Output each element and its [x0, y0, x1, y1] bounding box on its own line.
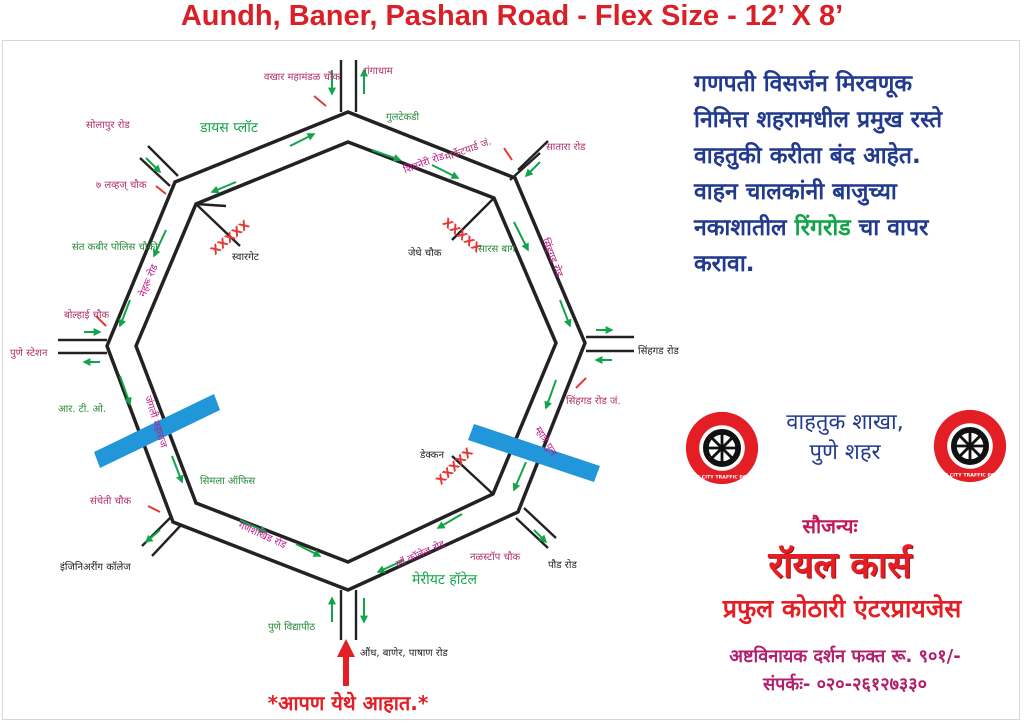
ring-road-outer	[105, 110, 587, 592]
branch-line-2: पुणे शहर	[809, 440, 881, 465]
notice-line-5-before: नकाशातील	[694, 215, 787, 241]
junction-sinhgad-jn: सिंहगड रोड जं.	[566, 395, 621, 407]
notice-line-3: वाहतुकी करीता बंद आहेत.	[694, 143, 921, 169]
junction-pune-station: पुणे स्टेशन	[10, 347, 48, 359]
ring-road-highlight: रिंगरोड	[794, 215, 851, 241]
junction-nal-stop: नळस्टॉप चौक	[470, 551, 520, 563]
junction-sancheti: संचेती चौक	[90, 495, 132, 507]
junction-paud-road: पौड रोड	[548, 559, 577, 571]
connecting-roads	[58, 60, 634, 640]
closure-stroke-bolhai	[95, 315, 107, 327]
junction-deccan: डेक्कन	[419, 449, 444, 461]
closure-stroke-sinhgad-jn	[575, 377, 587, 389]
notice-line-5-after: चा वापर	[858, 215, 929, 241]
notice-line-6: करावा.	[694, 251, 755, 277]
sponsor-contact: संपर्कः- ०२०-२६१२७३३०	[762, 674, 928, 695]
notice-line-4: वाहन चालकांनी बाजुच्या	[694, 179, 897, 205]
junction-simla: सिमला ऑफिस	[200, 475, 255, 487]
road-label-law-college: लॉ कॉलेज रोड	[394, 538, 447, 570]
traffic-police-logo-left: PUNE CITY TRAFFIC POLICE	[686, 411, 759, 485]
closure-stroke-sancheti	[147, 505, 161, 513]
notice-line-2: निमित्त शहरामधील प्रमुख रस्ते	[694, 107, 943, 133]
courtesy-label: सौजन्यः	[802, 514, 858, 538]
junction-rto: आर. टी. ओ.	[58, 403, 106, 415]
traffic-arrows	[82, 68, 614, 624]
sponsor-offer: अष्टविनायक दर्शन फक्त रू. ९०१/-	[729, 646, 961, 667]
junction-engineering: इंजिनिअरींग कॉलेज	[60, 561, 131, 573]
logo-bottom-text-left: PUNE CITY TRAFFIC POLICE	[686, 474, 759, 480]
junction-meriot: मेरीयट हॉटेल	[412, 571, 477, 588]
closure-stroke-marketyard	[503, 147, 513, 161]
sponsor-company: प्रफुल कोठारी एंटरप्रायजेस	[722, 594, 962, 623]
junction-vakhar: वखार महामंडळ चौक	[264, 71, 341, 83]
junction-dias-plot: डायस प्लॉट	[199, 119, 259, 136]
junction-bolhai: बोल्हाई चौक	[64, 309, 110, 321]
blockade-bar-mhatre-pul	[468, 424, 600, 482]
junction-gangadham: गंगाधाम	[364, 65, 394, 77]
traffic-police-logo-right: PUNE CITY TRAFFIC POLICE	[934, 409, 1007, 483]
notice-line-1: गणपती विसर्जन मिरवणूक	[694, 71, 913, 97]
junction-sant-kabir: संत कबीर पोलिस चौकी	[72, 241, 158, 253]
sponsor-name: रॉयल कार्स	[768, 545, 912, 586]
road-label-sinhgad: सिंहगड रोड	[539, 236, 566, 279]
logo-bottom-text-right: PUNE CITY TRAFFIC POLICE	[934, 472, 1007, 478]
junction-saras-baug: सारस बाग	[478, 244, 516, 255]
blockade-bar-jangli-maharaj	[94, 394, 220, 468]
junction-seven-loves: ७ लव्हज् चौक	[96, 179, 147, 191]
branch-line-1: वाहतुक शाखा,	[786, 410, 904, 435]
junction-solapur-road: सोलापुर रोड	[86, 119, 130, 131]
junction-gultekdi: गुलटेकडी	[386, 111, 419, 123]
closure-stroke-vakhar	[313, 95, 327, 107]
closure-stroke-seven-loves	[155, 185, 167, 195]
junction-aundh: औंध, बाणेर, पाषाण रोड	[360, 647, 448, 659]
poster-frame	[2, 40, 1020, 720]
junction-sinhgad-road: सिंहगड रोड	[638, 345, 679, 357]
junction-swargate: स्वारगेट	[232, 251, 260, 263]
traffic-branch-label: वाहतुक शाखा, पुणे शहर	[770, 408, 920, 468]
page-title: Aundh, Baner, Pashan Road - Flex Size - …	[180, 0, 844, 32]
junction-satara-road: सातारा रोड	[546, 141, 586, 153]
ring-road-inner	[134, 140, 558, 564]
you-are-here-label: *आपण येथे आहात.*	[268, 691, 429, 715]
closure-notice: गणपती विसर्जन मिरवणूक निमित्त शहरामधील प…	[694, 66, 1014, 282]
junction-university: पुणे विद्यापीठ	[268, 621, 315, 633]
notice-line-5: नकाशातील रिंगरोड चा वापर	[694, 210, 1014, 246]
junction-jedhe: जेधे चौक	[408, 247, 442, 259]
ring-road-map: XXXXX XXXXX XXXXX शिवनेरी रोड सिंहगड रोड…	[10, 60, 679, 715]
